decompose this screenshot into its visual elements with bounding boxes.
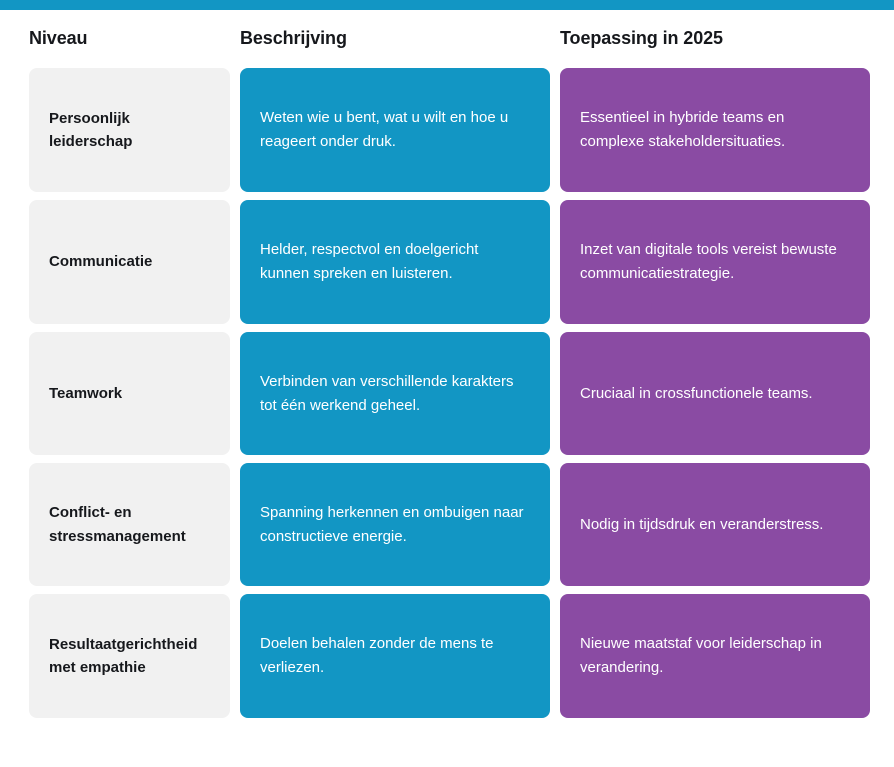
cell-niveau: Conflict- en stressmanagement: [29, 463, 230, 586]
cell-beschrijving: Verbinden van verschillende karakters to…: [240, 332, 550, 455]
cell-beschrijving: Doelen behalen zonder de mens te verliez…: [240, 594, 550, 718]
comparison-table: Niveau Beschrijving Toepassing in 2025 P…: [0, 10, 894, 726]
table-row: Communicatie Helder, respectvol en doelg…: [29, 200, 894, 324]
cell-toepassing: Cruciaal in crossfunctionele teams.: [560, 332, 870, 455]
table-header-row: Niveau Beschrijving Toepassing in 2025: [0, 10, 894, 68]
table-row: Conflict- en stressmanagement Spanning h…: [29, 463, 894, 586]
table-body: Persoonlijk leiderschap Weten wie u bent…: [0, 68, 894, 726]
column-header-niveau: Niveau: [29, 28, 88, 49]
cell-niveau: Teamwork: [29, 332, 230, 455]
cell-toepassing: Inzet van digitale tools vereist bewuste…: [560, 200, 870, 324]
cell-toepassing: Essentieel in hybride teams en complexe …: [560, 68, 870, 192]
cell-beschrijving: Helder, respectvol en doelgericht kunnen…: [240, 200, 550, 324]
column-header-beschrijving: Beschrijving: [240, 28, 347, 49]
top-accent-bar: [0, 0, 894, 10]
table-row: Persoonlijk leiderschap Weten wie u bent…: [29, 68, 894, 192]
cell-toepassing: Nodig in tijdsdruk en veranderstress.: [560, 463, 870, 586]
table-row: Teamwork Verbinden van verschillende kar…: [29, 332, 894, 455]
cell-beschrijving: Weten wie u bent, wat u wilt en hoe u re…: [240, 68, 550, 192]
cell-toepassing: Nieuwe maatstaf voor leiderschap in vera…: [560, 594, 870, 718]
cell-niveau: Resultaatgerichtheid met empathie: [29, 594, 230, 718]
cell-niveau: Persoonlijk leiderschap: [29, 68, 230, 192]
column-header-toepassing: Toepassing in 2025: [560, 28, 723, 49]
cell-niveau: Communicatie: [29, 200, 230, 324]
cell-beschrijving: Spanning herkennen en ombuigen naar cons…: [240, 463, 550, 586]
table-row: Resultaatgerichtheid met empathie Doelen…: [29, 594, 894, 718]
